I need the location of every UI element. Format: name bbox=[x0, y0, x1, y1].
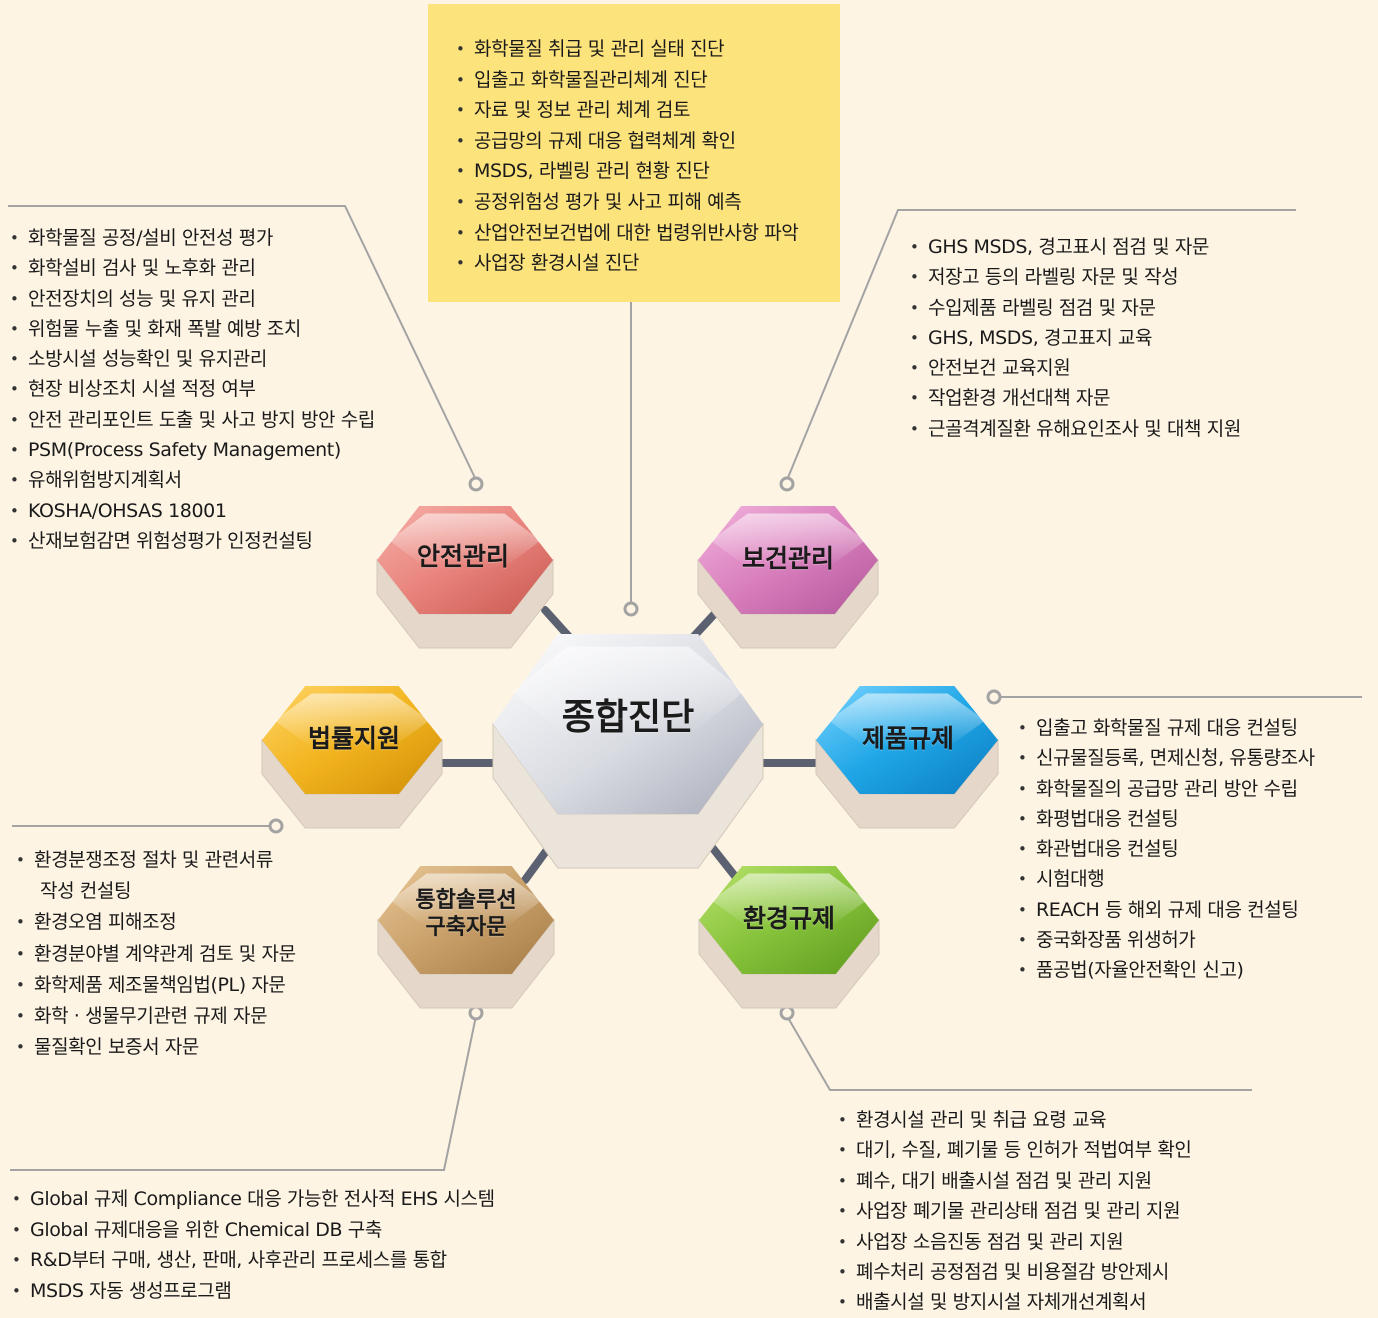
leader-lines bbox=[8, 205, 1362, 1171]
list-item: Global 규제 Compliance 대응 가능한 전사적 EHS 시스템 bbox=[10, 1184, 495, 1215]
list-item: 안전 관리포인트 도출 및 사고 방지 방안 수립 bbox=[8, 405, 375, 436]
list-item: 화학제품 제조물책임법(PL) 자문 bbox=[14, 970, 296, 1001]
list-item: 안전장치의 성능 및 유지 관리 bbox=[8, 284, 375, 315]
node-label-integ[interactable]: 통합솔루션 구축자문 bbox=[415, 887, 516, 941]
list-item: 대기, 수질, 폐기물 등 인허가 적법여부 확인 bbox=[836, 1135, 1192, 1166]
list-item: 화학물질 취급 및 관리 실태 진단 bbox=[454, 34, 840, 65]
list-item: 폐수처리 공정점검 및 비용절감 방안제시 bbox=[836, 1257, 1191, 1288]
list-item: 산업안전보건법에 대한 법령위반사항 파악 bbox=[454, 218, 840, 249]
hub-label-center[interactable]: 종합진단 bbox=[561, 697, 695, 738]
list-item: 입출고 화학물질 규제 대응 컨설팅 bbox=[1016, 713, 1315, 744]
list-item: GHS, MSDS, 경고표지 교육 bbox=[908, 323, 1241, 354]
legal-items: 환경분쟁조정 절차 및 관련서류 작성 컨설팅 환경오염 피해조정 환경분야별 … bbox=[14, 845, 296, 1064]
hex-env-shine bbox=[711, 873, 867, 928]
list-item: 화학물질 공정/설비 안전성 평가 bbox=[8, 223, 375, 254]
hexagon-layer bbox=[261, 506, 999, 1009]
env-box: 환경시설 관리 및 취급 요령 교육 대기, 수질, 폐기물 등 인허가 적법여… bbox=[836, 1105, 1192, 1318]
list-item: GHS MSDS, 경고표시 점검 및 자문 bbox=[908, 232, 1241, 263]
node-label-env[interactable]: 환경규제 bbox=[742, 904, 836, 933]
center-diagnosis-box: 화학물질 취급 및 관리 실태 진단 입출고 화학물질관리체계 진단 자료 및 … bbox=[428, 4, 840, 302]
list-item: PSM(Process Safety Management) bbox=[8, 435, 375, 466]
list-item: REACH 등 해외 규제 대응 컨설팅 bbox=[1016, 895, 1315, 926]
node-label-legal[interactable]: 법률지원 bbox=[307, 724, 401, 753]
list-item: 화관법대응 컨설팅 bbox=[1016, 834, 1315, 865]
list-item: 작업환경 개선대책 자문 bbox=[908, 383, 1241, 414]
list-item: 수입제품 라벨링 점검 및 자문 bbox=[908, 293, 1241, 324]
hex-integ-shine bbox=[390, 873, 542, 928]
node-label-product[interactable]: 제품규제 bbox=[861, 724, 955, 753]
list-item: 위험물 누출 및 화재 폭발 예방 조치 bbox=[8, 314, 375, 345]
list-item: 유해위험방지계획서 bbox=[8, 465, 375, 496]
list-item: 신규물질등록, 면제신청, 유통량조사 bbox=[1016, 743, 1315, 774]
node-label-health[interactable]: 보건관리 bbox=[741, 544, 835, 573]
list-item: 자료 및 정보 관리 체계 검토 bbox=[454, 95, 840, 126]
safety-items: 화학물질 공정/설비 안전성 평가 화학설비 검사 및 노후화 관리 안전장치의… bbox=[8, 223, 375, 557]
list-item: 품공법(자율안전확인 신고) bbox=[1016, 955, 1315, 986]
health-box: GHS MSDS, 경고표시 점검 및 자문 저장고 등의 라벨링 자문 및 작… bbox=[908, 232, 1241, 444]
list-item: 중국화장품 위생허가 bbox=[1016, 925, 1315, 956]
list-item: 입출고 화학물질관리체계 진단 bbox=[454, 65, 840, 96]
health-items: GHS MSDS, 경고표시 점검 및 자문 저장고 등의 라벨링 자문 및 작… bbox=[908, 232, 1241, 444]
product-items: 입출고 화학물질 규제 대응 컨설팅 신규물질등록, 면제신청, 유통량조사 화… bbox=[1016, 713, 1315, 986]
list-item-text: 환경분쟁조정 절차 및 관련서류 bbox=[34, 849, 273, 871]
list-item: Global 규제대응을 위한 Chemical DB 구축 bbox=[10, 1215, 495, 1246]
hex-center-shine bbox=[511, 646, 745, 737]
list-item: 환경시설 관리 및 취급 요령 교육 bbox=[836, 1105, 1191, 1136]
center-items: 화학물질 취급 및 관리 실태 진단 입출고 화학물질관리체계 진단 자료 및 … bbox=[454, 34, 840, 279]
list-item: 화학설비 검사 및 노후화 관리 bbox=[8, 253, 375, 284]
product-box: 입출고 화학물질 규제 대응 컨설팅 신규물질등록, 면제신청, 유통량조사 화… bbox=[1016, 713, 1315, 986]
list-item: 화학물질의 공급망 관리 방안 수립 bbox=[1016, 774, 1315, 805]
node-label-integ-line2: 구축자문 bbox=[425, 915, 507, 940]
list-item: MSDS 자동 생성프로그램 bbox=[10, 1276, 495, 1307]
list-item: 사업장 폐기물 관리상태 점검 및 관리 지원 bbox=[836, 1196, 1191, 1227]
list-item-continuation: 작성 컨설팅 bbox=[40, 880, 132, 903]
list-item: 폐수, 대기 배출시설 점검 및 관리 지원 bbox=[836, 1166, 1191, 1197]
list-item: 산재보험감면 위험성평가 인정컨설팅 bbox=[8, 526, 375, 557]
list-item: 배출시설 및 방지시설 자체개선계획서 bbox=[836, 1287, 1191, 1318]
list-item: R&D부터 구매, 생산, 판매, 사후관리 프로세스를 통합 bbox=[10, 1245, 495, 1276]
integ-box: Global 규제 Compliance 대응 가능한 전사적 EHS 시스템 … bbox=[10, 1184, 495, 1306]
hex-health-shine bbox=[710, 513, 866, 568]
list-item: 시험대행 bbox=[1016, 864, 1315, 895]
list-item: 화학 · 생물무기관련 규제 자문 bbox=[14, 1001, 296, 1032]
list-item: 물질확인 보증서 자문 bbox=[14, 1032, 296, 1063]
list-item: 근골격계질환 유해요인조사 및 대책 지원 bbox=[908, 414, 1241, 445]
list-item: 사업장 환경시설 진단 bbox=[454, 248, 840, 279]
legal-box: 환경분쟁조정 절차 및 관련서류 작성 컨설팅 환경오염 피해조정 환경분야별 … bbox=[14, 845, 296, 1064]
integ-items: Global 규제 Compliance 대응 가능한 전사적 EHS 시스템 … bbox=[10, 1184, 495, 1306]
list-item: 공급망의 규제 대응 협력체계 확인 bbox=[454, 126, 840, 157]
node-label-safety[interactable]: 안전관리 bbox=[416, 542, 510, 571]
list-item: 소방시설 성능확인 및 유지관리 bbox=[8, 344, 375, 375]
hex-safety-shine bbox=[389, 513, 541, 568]
list-item: MSDS, 라벨링 관리 현황 진단 bbox=[454, 156, 840, 187]
list-item: 환경분야별 계약관계 검토 및 자문 bbox=[14, 939, 296, 970]
hex-legal-shine bbox=[274, 693, 430, 748]
list-item: 환경분쟁조정 절차 및 관련서류 작성 컨설팅 bbox=[14, 845, 296, 907]
list-item: 사업장 소음진동 점검 및 관리 지원 bbox=[836, 1227, 1191, 1258]
list-item: 안전보건 교육지원 bbox=[908, 353, 1241, 384]
list-item: 공정위험성 평가 및 사고 피해 예측 bbox=[454, 187, 840, 218]
list-item: 환경오염 피해조정 bbox=[14, 907, 296, 938]
list-item: 저장고 등의 라벨링 자문 및 작성 bbox=[908, 262, 1241, 293]
hex-product-shine bbox=[828, 693, 986, 748]
list-item: 화평법대응 컨설팅 bbox=[1016, 804, 1315, 835]
env-items: 환경시설 관리 및 취급 요령 교육 대기, 수질, 폐기물 등 인허가 적법여… bbox=[836, 1105, 1192, 1318]
node-label-integ-line1: 통합솔루션 bbox=[415, 888, 517, 913]
safety-box: 화학물질 공정/설비 안전성 평가 화학설비 검사 및 노후화 관리 안전장치의… bbox=[8, 223, 375, 557]
list-item: KOSHA/OHSAS 18001 bbox=[8, 496, 375, 527]
list-item: 현장 비상조치 시설 적정 여부 bbox=[8, 374, 375, 405]
